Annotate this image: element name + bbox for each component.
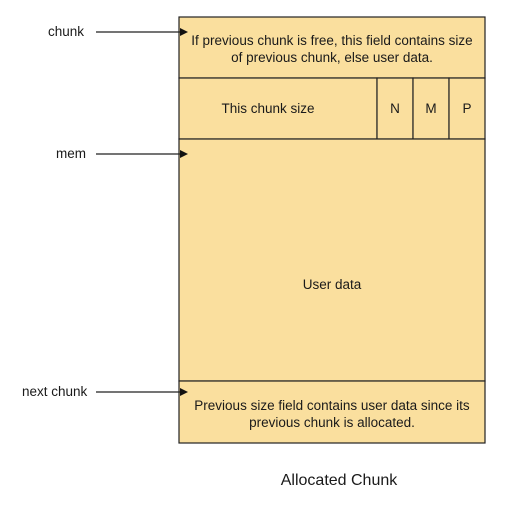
next-prev-size-text-line2: previous chunk is allocated.	[249, 415, 415, 430]
diagram-caption: Allocated Chunk	[281, 472, 399, 489]
flag-p-text: P	[462, 101, 471, 116]
prev-size-text-line1: If previous chunk is free, this field co…	[191, 33, 472, 48]
prev-size-field	[178, 16, 486, 79]
flag-n-text: N	[390, 101, 400, 116]
next-chunk-pointer-label: next chunk	[22, 384, 88, 399]
mem-pointer-label: mem	[56, 146, 86, 161]
next-chunk-pointer-arrowhead	[180, 388, 188, 396]
user-data-field	[178, 138, 486, 382]
chunk-size-text: This chunk size	[221, 101, 314, 116]
mem-pointer-arrowhead	[180, 150, 188, 158]
prev-size-text-line2: of previous chunk, else user data.	[231, 50, 433, 65]
chunk-size-field	[178, 77, 378, 140]
chunk-pointer-arrowhead	[180, 28, 188, 36]
flag-m-text: M	[425, 101, 436, 116]
chunk-pointer-label: chunk	[48, 24, 84, 39]
next-chunk-prev-size-field	[178, 380, 486, 444]
user-data-text: User data	[303, 277, 362, 292]
next-prev-size-text-line1: Previous size field contains user data s…	[194, 398, 470, 413]
